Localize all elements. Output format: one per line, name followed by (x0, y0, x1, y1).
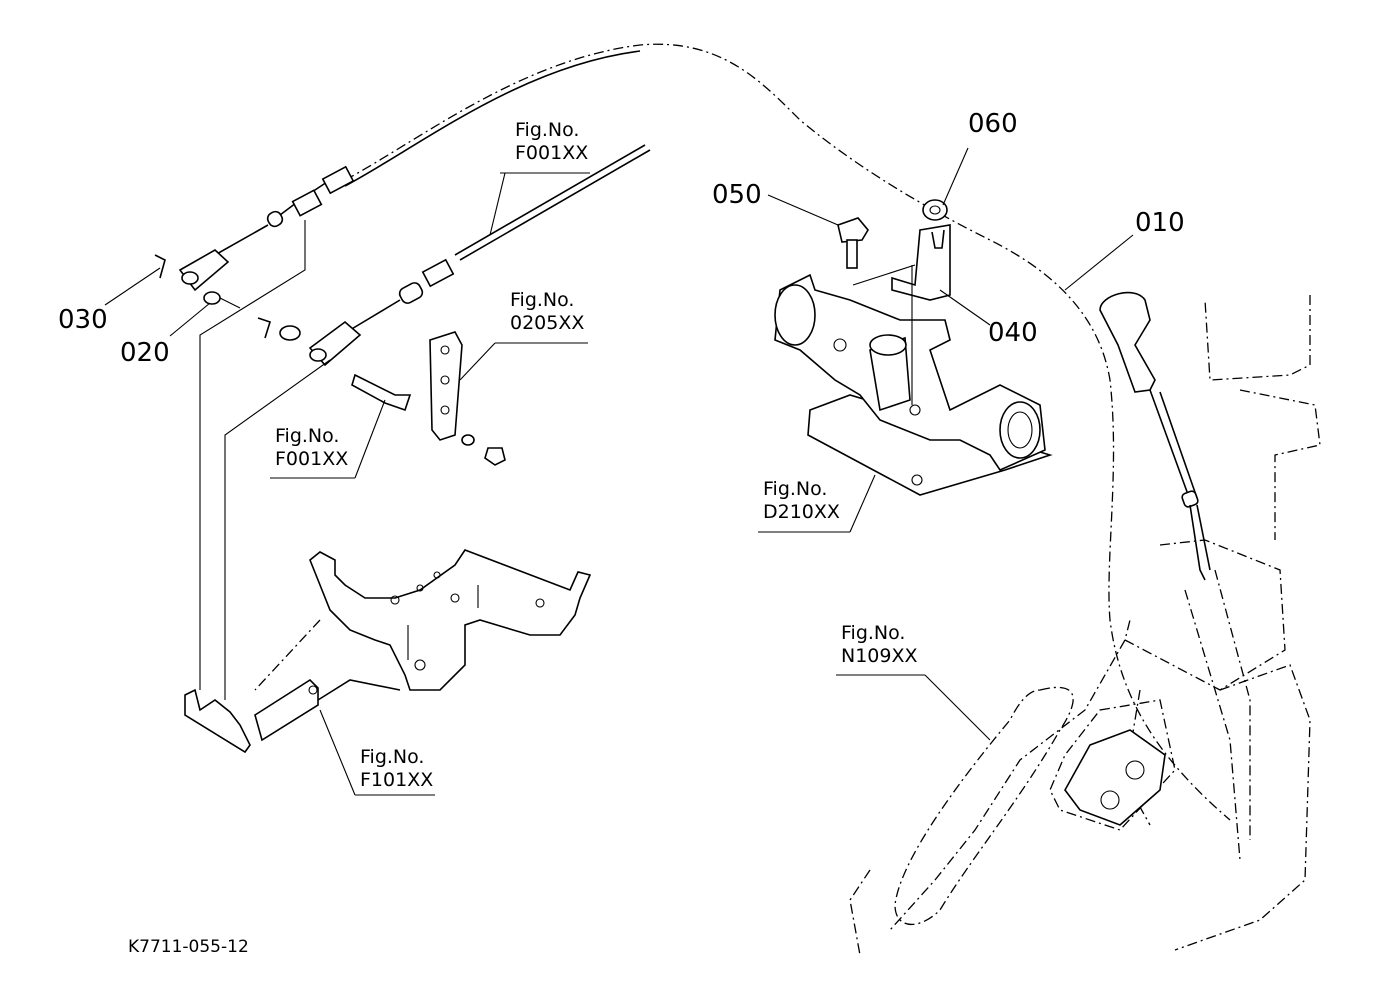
cable-end-upper (214, 165, 355, 256)
fig-ref-label: Fig.No. (360, 746, 425, 768)
callout-030: 030 (58, 305, 108, 335)
cable-holder (184, 678, 319, 754)
washer-060 (922, 199, 948, 221)
fig-ref-d210xx: Fig.No. D210XX (763, 478, 840, 524)
switch-panel (1064, 729, 1166, 826)
yoke-upper (154, 249, 230, 305)
fig-ref-f101xx: Fig.No. F101XX (360, 746, 433, 792)
document-id: K7711-055-12 (128, 937, 249, 957)
fig-ref-number: N109XX (841, 645, 918, 667)
fig-ref-label: Fig.No. (763, 478, 828, 500)
bracket-040 (891, 224, 951, 301)
fig-ref-number: 0205XX (510, 312, 585, 334)
fig-ref-number: F001XX (275, 448, 349, 470)
callout-050: 050 (712, 180, 762, 210)
fig-ref-number: D210XX (763, 501, 840, 523)
bolt-050 (837, 217, 869, 269)
callout-020: 020 (120, 338, 170, 368)
main-cable (344, 43, 1231, 821)
threaded-rod (351, 373, 412, 412)
shift-lever-010 (1099, 291, 1211, 581)
fig-ref-0205xx: Fig.No. 0205XX (510, 289, 584, 335)
housing (774, 265, 1053, 496)
fig-ref-label: Fig.No. (510, 289, 575, 311)
fig-ref-f001xx-upper: Fig.No. F001XX (515, 119, 588, 165)
callout-060: 060 (968, 109, 1018, 139)
fig-ref-label: Fig.No. (515, 119, 580, 141)
lever-plate (429, 331, 506, 466)
fig-ref-f001xx-lower: Fig.No. F001XX (275, 425, 348, 471)
callout-040: 040 (988, 318, 1038, 348)
bracket (309, 549, 592, 691)
fig-ref-number: F101XX (360, 769, 434, 791)
fender-outline (849, 295, 1321, 956)
callout-010: 010 (1135, 208, 1185, 238)
cable-end-middle (257, 144, 651, 367)
fig-ref-number: F001XX (515, 142, 589, 164)
fig-ref-label: Fig.No. (275, 425, 340, 447)
fig-ref-label: Fig.No. (841, 622, 906, 644)
fig-ref-n109xx: Fig.No. N109XX (841, 622, 918, 668)
